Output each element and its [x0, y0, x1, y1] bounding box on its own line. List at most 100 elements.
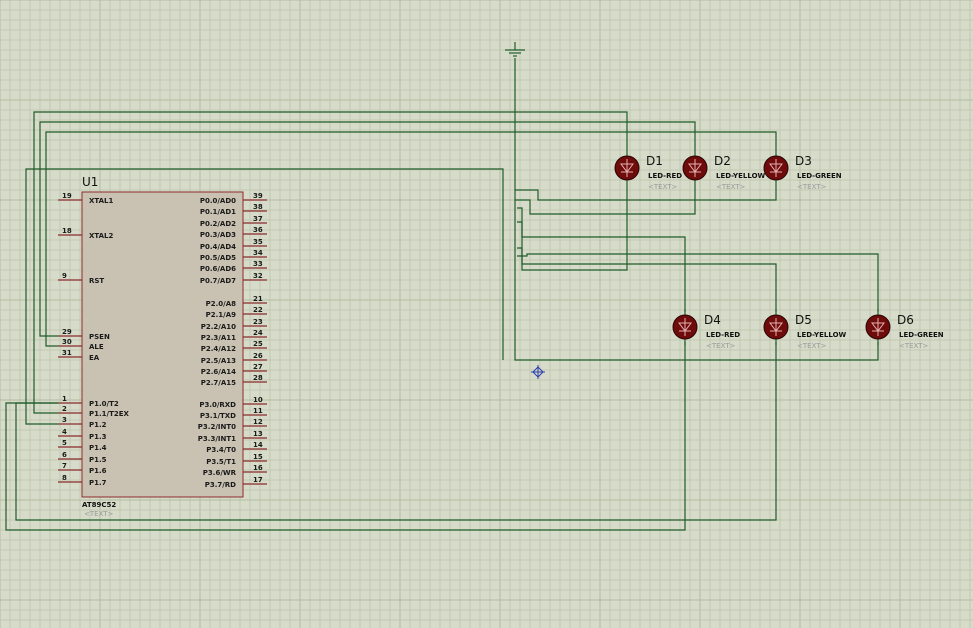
pin-number: 8 [62, 474, 67, 482]
pin-label: P3.7/RD [205, 481, 236, 489]
pin-label: P0.5/AD5 [200, 254, 236, 262]
wire-13[interactable] [5, 342, 686, 531]
pin-label: P0.2/AD2 [200, 220, 236, 228]
mcu-pin-4[interactable]: 4P1.3 [58, 428, 107, 441]
mcu-pin-7[interactable]: 7P1.6 [58, 462, 107, 475]
pin-label: P2.1/A9 [206, 311, 237, 319]
wire-6[interactable] [517, 247, 777, 312]
pin-label: P1.5 [89, 456, 107, 464]
pin-number: 18 [62, 227, 72, 235]
pin-label: EA [89, 354, 100, 362]
mcu-pin-3[interactable]: 3P1.2 [58, 416, 107, 429]
led-value: LED-GREEN [797, 172, 842, 180]
wire-9[interactable] [45, 131, 777, 347]
pin-number: 2 [62, 405, 67, 413]
mcu-pin-5[interactable]: 5P1.4 [58, 439, 107, 452]
pin-label: P3.2/INT0 [198, 423, 236, 431]
mcu-u1[interactable]: U1 19XTAL118XTAL29RST29PSEN30ALE31EA1P1.… [58, 175, 267, 518]
mcu-pin-8[interactable]: 8P1.7 [58, 474, 107, 487]
mcu-pin-1[interactable]: 1P1.0/T2 [58, 395, 119, 408]
mcu-right-pins: 39P0.0/AD038P0.1/AD137P0.2/AD236P0.3/AD3… [198, 192, 267, 489]
pin-number: 16 [253, 464, 263, 472]
wire-2[interactable] [515, 186, 777, 201]
mcu-text-placeholder: <TEXT> [84, 510, 114, 518]
wire-11[interactable] [25, 168, 504, 425]
pin-label: P0.1/AD1 [200, 208, 236, 216]
pin-number: 19 [62, 192, 72, 200]
pin-number: 7 [62, 462, 67, 470]
pin-number: 17 [253, 476, 263, 484]
pin-label: P2.2/A10 [201, 323, 236, 331]
diode-icon [769, 318, 783, 336]
pin-number: 1 [62, 395, 67, 403]
pin-number: 9 [62, 272, 67, 280]
led-text-placeholder: <TEXT> [899, 342, 929, 350]
pin-label: P0.0/AD0 [200, 197, 236, 205]
pin-label: P3.3/INT1 [198, 435, 236, 443]
mcu-ref: U1 [82, 175, 98, 189]
pin-label: P1.1/T2EX [89, 410, 130, 418]
wire-3[interactable] [515, 186, 696, 215]
mcu-pin-2[interactable]: 2P1.1/T2EX [58, 405, 130, 418]
pin-label: XTAL2 [89, 232, 114, 240]
pin-number: 34 [253, 249, 263, 257]
wire-4[interactable] [517, 186, 628, 271]
mcu-pin-6[interactable]: 6P1.5 [58, 451, 107, 464]
pin-label: P2.3/A11 [201, 334, 236, 342]
pin-number: 39 [253, 192, 263, 200]
led-value: LED-RED [706, 331, 740, 339]
pin-label: P2.6/A14 [201, 368, 236, 376]
leds: D1LED-RED<TEXT>D2LED-YELLOW<TEXT>D3LED-G… [614, 150, 944, 350]
pin-number: 11 [253, 407, 263, 415]
pin-label: P2.0/A8 [206, 300, 237, 308]
wire-10[interactable] [33, 111, 628, 414]
pin-label: P0.7/AD7 [200, 277, 236, 285]
led-text-placeholder: <TEXT> [706, 342, 736, 350]
ground-icon[interactable] [505, 42, 525, 57]
pin-label: P0.4/AD4 [200, 243, 236, 251]
wire-1[interactable] [514, 58, 879, 361]
pin-label: P3.1/TXD [200, 412, 236, 420]
led-value: LED-RED [648, 172, 682, 180]
wire-7[interactable] [517, 253, 879, 312]
wire-5[interactable] [517, 221, 686, 312]
pin-label: XTAL1 [89, 197, 114, 205]
